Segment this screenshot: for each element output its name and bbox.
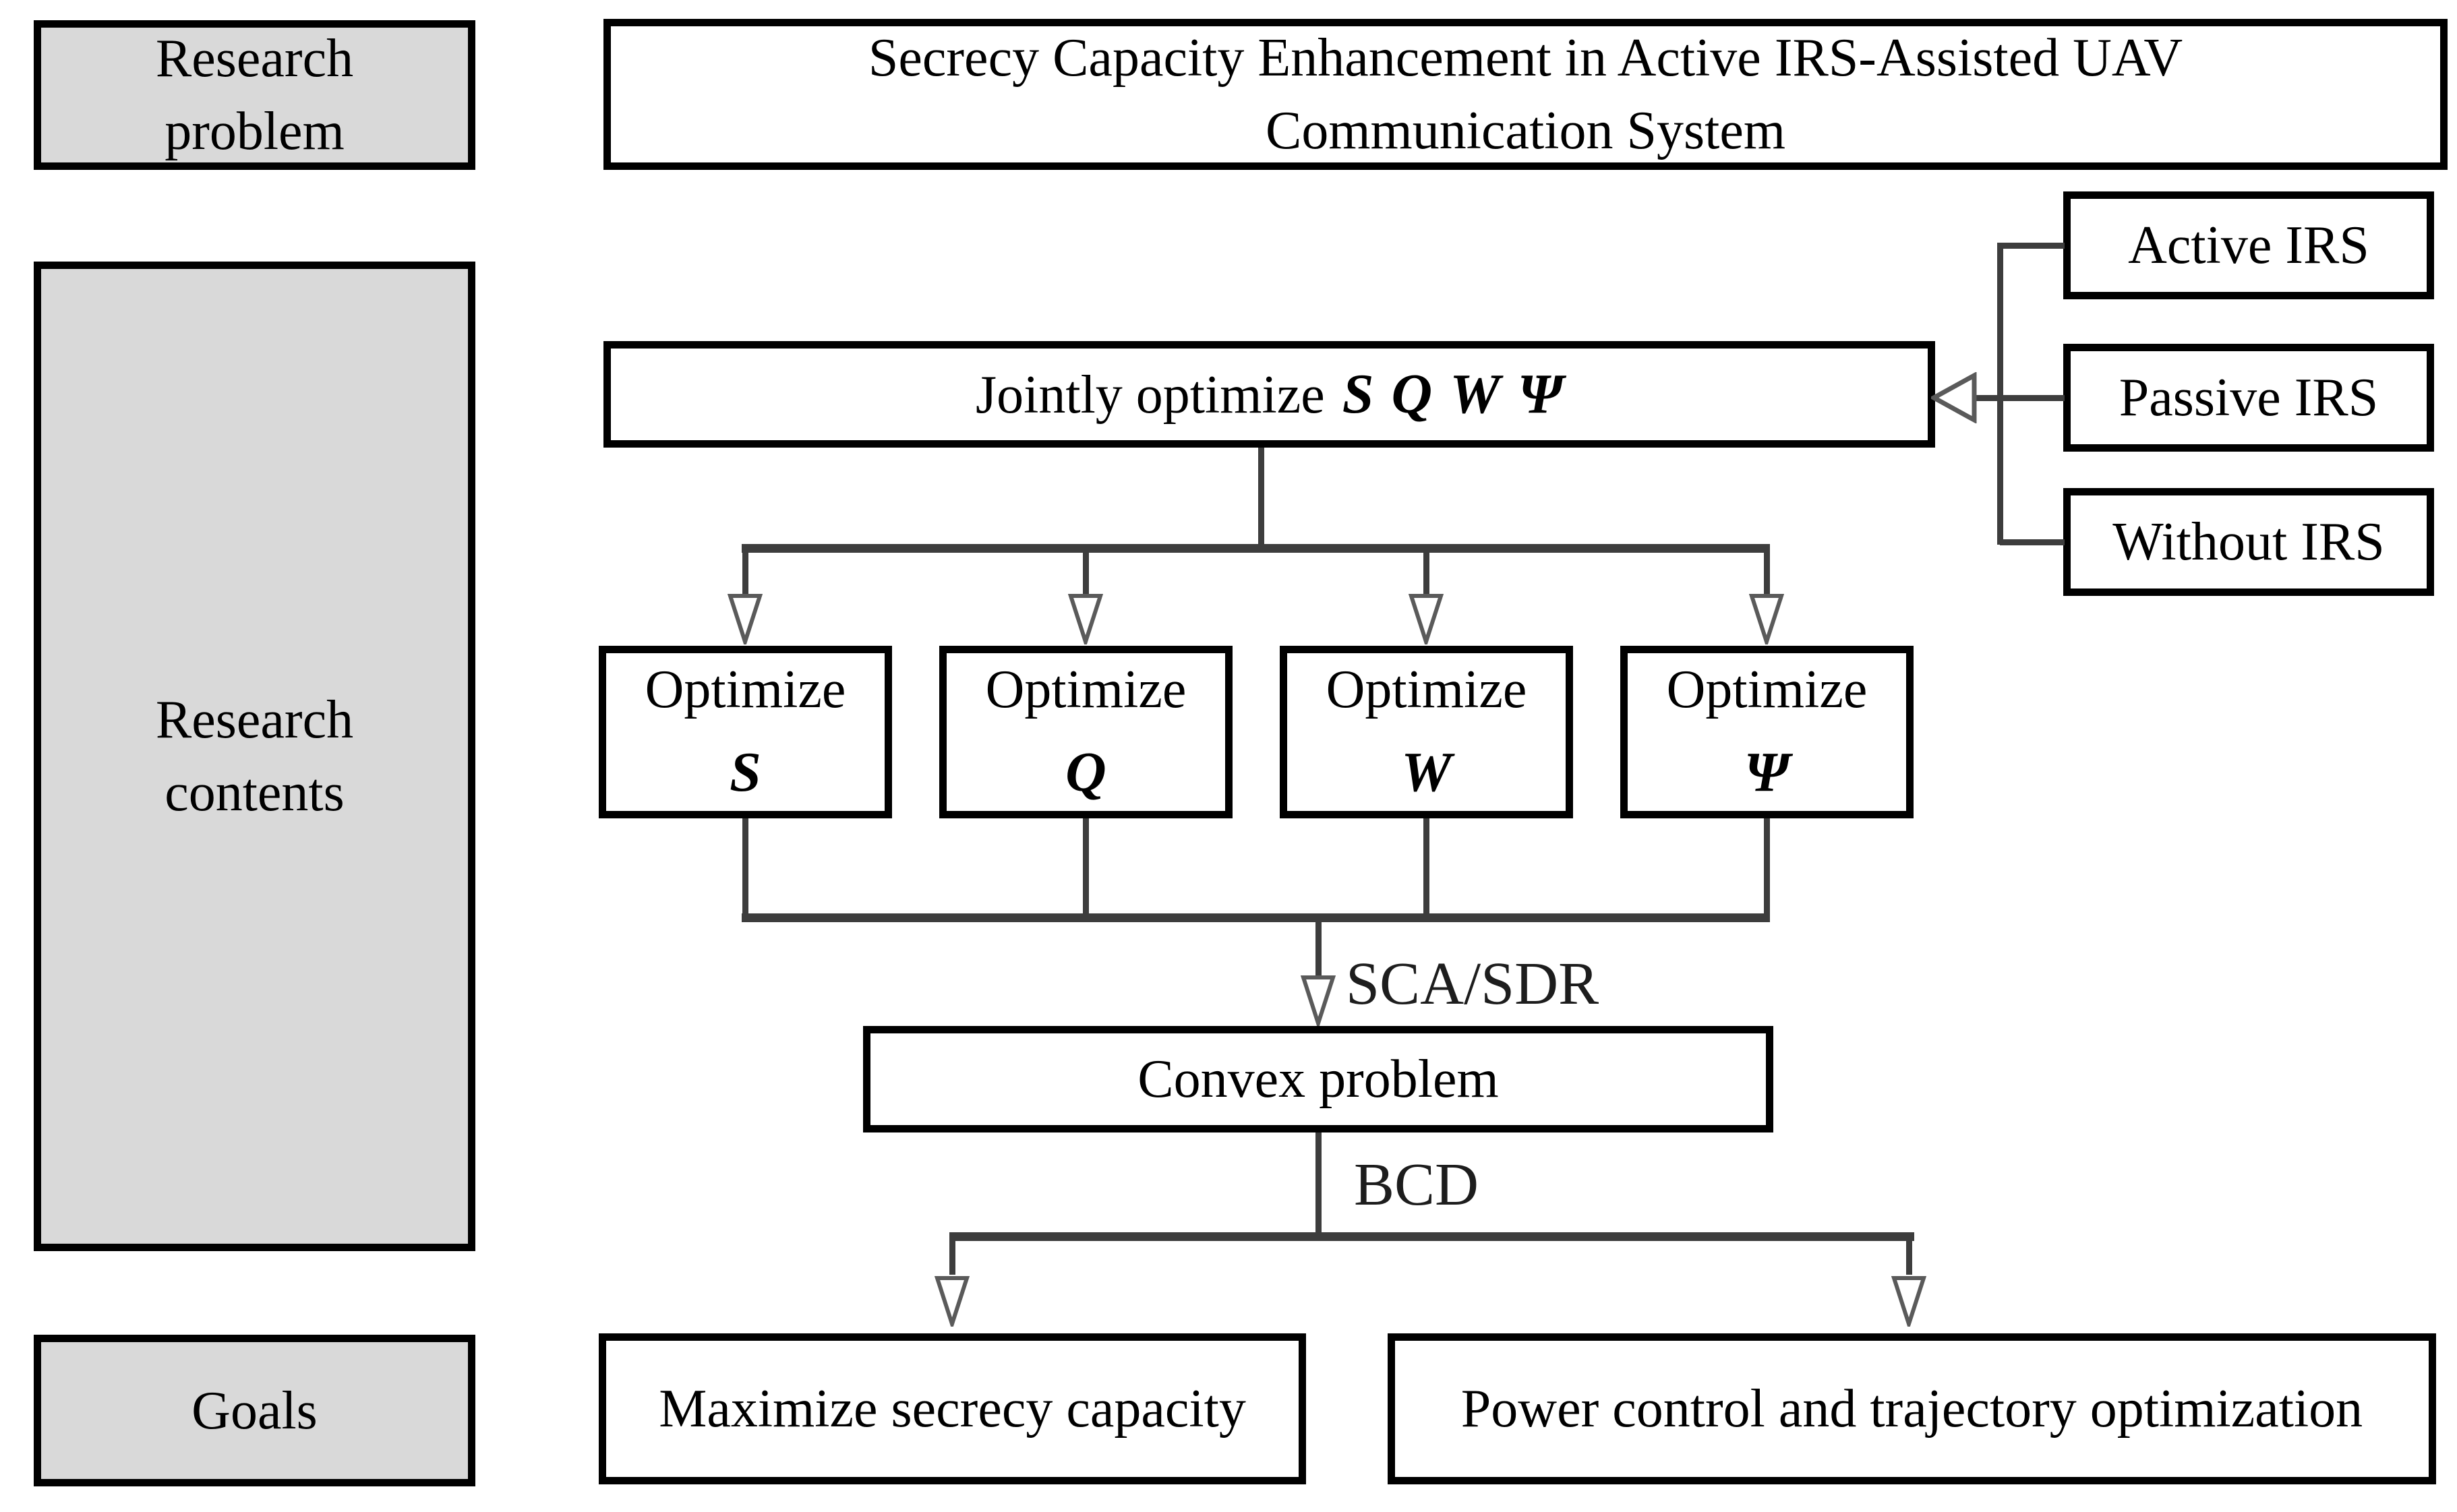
down-arrow-icon bbox=[1891, 1275, 1927, 1331]
connector-sca-drop bbox=[1315, 922, 1322, 977]
research-problem-label: Research problem bbox=[155, 29, 354, 161]
research-problem-box: Research problem bbox=[34, 20, 475, 170]
optimize-word: Optimize bbox=[1666, 660, 1868, 719]
jointly-var-q: Q bbox=[1391, 363, 1433, 426]
bcd-label: BCD bbox=[1354, 1151, 1479, 1218]
connector-passive-to-arrow bbox=[1970, 395, 2065, 401]
optimize-var-psi: Ψ bbox=[1744, 741, 1790, 804]
passive-irs-label: Passive IRS bbox=[2119, 368, 2379, 427]
optimize-word: Optimize bbox=[985, 660, 1187, 719]
research-contents-box: Research contents bbox=[34, 262, 475, 1251]
down-arrow-icon bbox=[1748, 593, 1785, 648]
left-arrow-icon bbox=[1928, 371, 1977, 427]
without-irs-box: Without IRS bbox=[2063, 488, 2434, 596]
connector-merge-q bbox=[1083, 818, 1089, 919]
connector-merge-psi bbox=[1764, 818, 1770, 919]
connector-bcd-drop bbox=[1315, 1132, 1322, 1236]
optimize-var-s: S bbox=[730, 741, 761, 804]
connector-jointly-drop bbox=[1258, 448, 1264, 548]
connector-drop-psi bbox=[1764, 551, 1770, 595]
optimize-word: Optimize bbox=[1326, 660, 1527, 719]
title-text: Secrecy Capacity Enhancement in Active I… bbox=[649, 22, 2402, 167]
jointly-optimize-text: Jointly optimize bbox=[975, 365, 1325, 425]
maximize-secrecy-label: Maximize secrecy capacity bbox=[659, 1379, 1246, 1439]
title-line-1: Secrecy Capacity Enhancement in Active I… bbox=[868, 28, 2183, 88]
connector-goal-branch bbox=[949, 1232, 1914, 1241]
sca-sdr-label: SCA/SDR bbox=[1346, 950, 1599, 1017]
power-control-box: Power control and trajectory optimizatio… bbox=[1388, 1333, 2436, 1484]
without-irs-label: Without IRS bbox=[2112, 512, 2385, 572]
optimize-q-box: Optimize Q bbox=[939, 646, 1233, 818]
connector-drop-w bbox=[1423, 551, 1429, 595]
optimize-psi-box: Optimize Ψ bbox=[1620, 646, 1914, 818]
connector-right-vertical bbox=[1997, 243, 2003, 545]
passive-irs-box: Passive IRS bbox=[2063, 344, 2434, 452]
connector-goal-right-drop bbox=[1906, 1240, 1912, 1275]
title-box: Secrecy Capacity Enhancement in Active I… bbox=[603, 19, 2448, 170]
connector-merge-s bbox=[742, 818, 748, 919]
down-arrow-icon bbox=[934, 1275, 970, 1331]
connector-active-stub bbox=[2000, 243, 2065, 249]
down-arrow-icon bbox=[1067, 593, 1104, 648]
connector-merge-w bbox=[1423, 818, 1429, 919]
jointly-var-psi: Ψ bbox=[1517, 363, 1563, 426]
maximize-secrecy-box: Maximize secrecy capacity bbox=[599, 1333, 1306, 1484]
connector-branch-top bbox=[742, 544, 1770, 553]
optimize-word: Optimize bbox=[645, 660, 846, 719]
optimize-s-box: Optimize S bbox=[599, 646, 892, 818]
connector-merge-bar bbox=[742, 913, 1770, 922]
down-arrow-icon bbox=[1408, 593, 1444, 648]
connector-drop-q bbox=[1083, 551, 1089, 595]
connector-goal-left-drop bbox=[949, 1240, 955, 1275]
connector-drop-s bbox=[742, 551, 748, 595]
optimize-w-box: Optimize W bbox=[1280, 646, 1573, 818]
down-arrow-icon bbox=[1300, 975, 1336, 1030]
power-control-label: Power control and trajectory optimizatio… bbox=[1460, 1379, 2363, 1439]
connector-without-stub bbox=[2000, 539, 2065, 545]
research-contents-label: Research contents bbox=[155, 690, 354, 822]
goals-box: Goals bbox=[34, 1335, 475, 1486]
convex-problem-label: Convex problem bbox=[1137, 1050, 1499, 1109]
jointly-var-s: S bbox=[1342, 363, 1374, 426]
down-arrow-icon bbox=[727, 593, 763, 648]
optimize-var-w: W bbox=[1401, 741, 1452, 804]
optimize-var-q: Q bbox=[1065, 741, 1106, 804]
active-irs-label: Active IRS bbox=[2128, 216, 2369, 275]
goals-label: Goals bbox=[191, 1381, 318, 1441]
title-line-2: Communication System bbox=[1265, 101, 1786, 160]
jointly-var-w: W bbox=[1450, 363, 1500, 426]
active-irs-box: Active IRS bbox=[2063, 191, 2434, 299]
convex-problem-box: Convex problem bbox=[863, 1026, 1773, 1132]
